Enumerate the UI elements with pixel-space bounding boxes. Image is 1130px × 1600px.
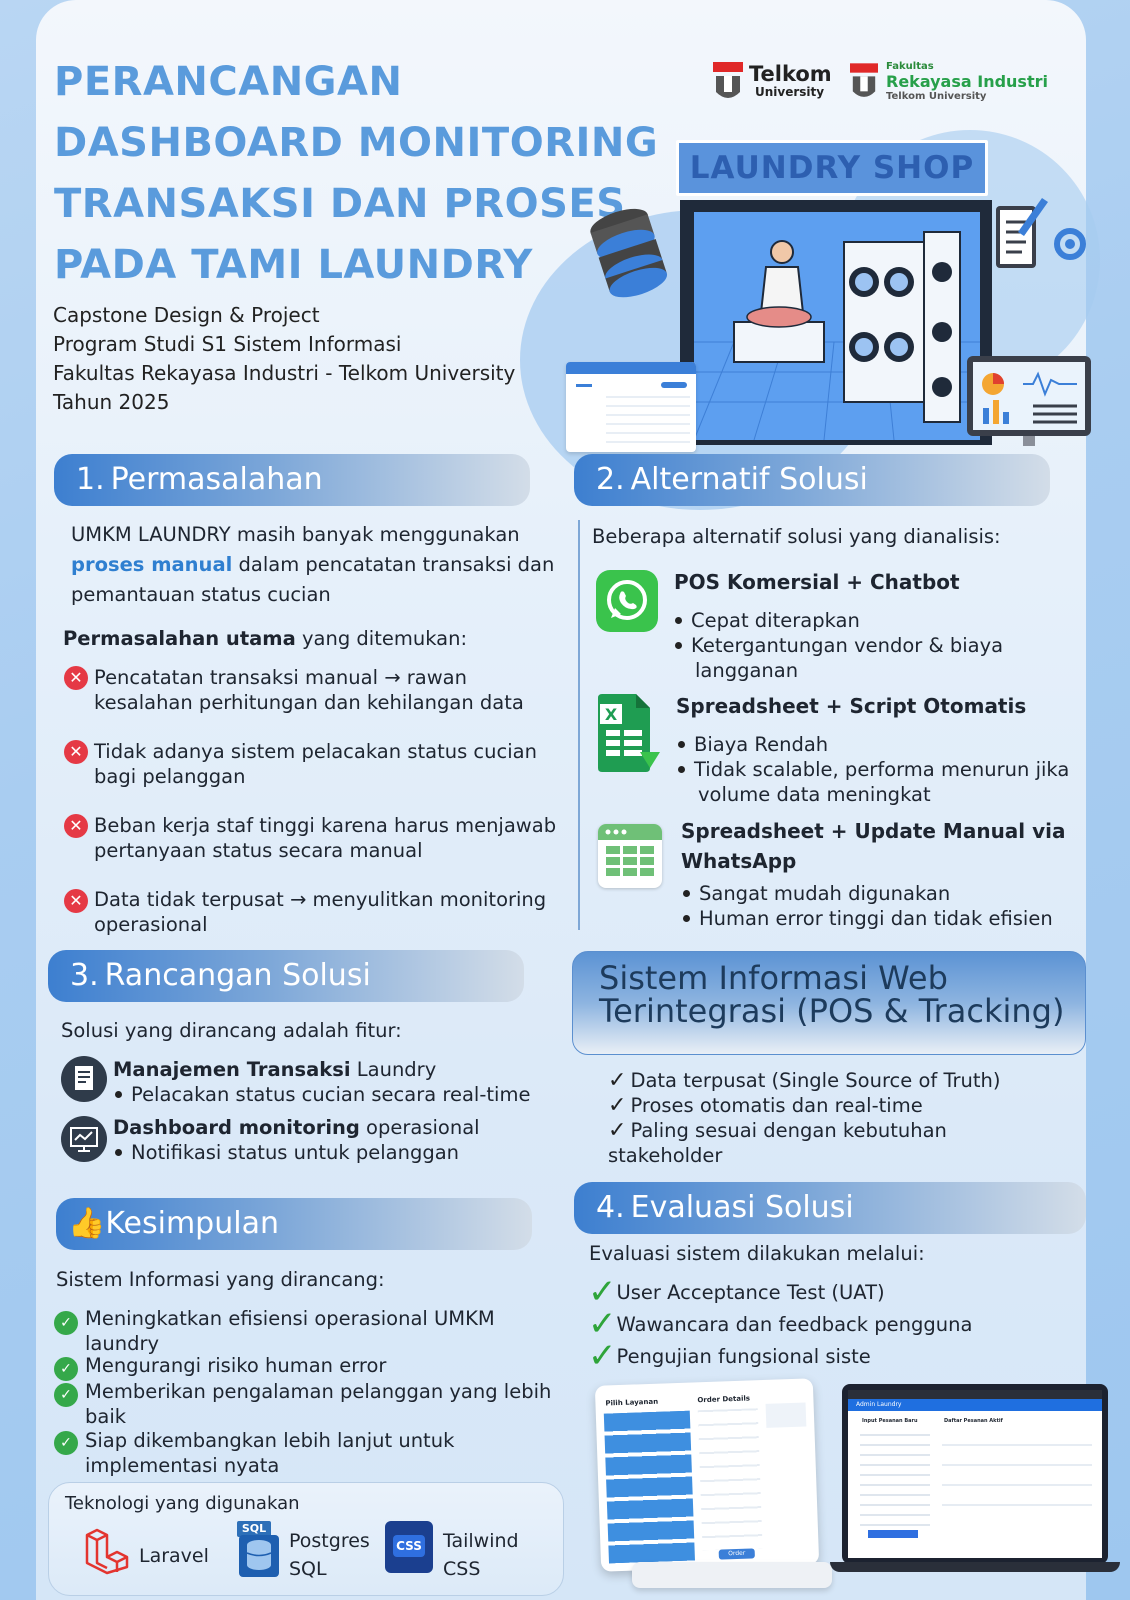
- poster-title: PERANCANGAN DASHBOARD MONITORING TRANSAK…: [54, 59, 659, 288]
- browser-window-icon: [566, 362, 696, 452]
- permasalahan-intro: UMKM LAUNDRY masih banyak menggunakan pr…: [71, 523, 555, 606]
- section-header-alternatif-solusi: 2.Alternatif Solusi: [574, 454, 1050, 506]
- alt1-title: POS Komersial + Chatbot: [674, 570, 960, 594]
- alt1-bullets: Cepat diterapkan Ketergantungan vendor &…: [673, 608, 1003, 683]
- postgres-sql-icon: SQL: [237, 1521, 281, 1577]
- success-icon: ✓: [54, 1357, 78, 1381]
- tablet-app-mockup: Pilih Layanan Order Details Order: [594, 1378, 820, 1572]
- check-icon: ✓: [608, 1093, 627, 1118]
- alt2-bullets: Biaya Rendah Tidak scalable, performa me…: [676, 732, 1069, 807]
- problem-item: Tidak adanya sistem pelacakan status cuc…: [94, 740, 537, 788]
- evaluation-list: ✓User Acceptance Test (UAT) ✓Wawancara d…: [588, 1272, 973, 1376]
- kesimpulan-intro: Sistem Informasi yang dirancang:: [56, 1268, 385, 1291]
- evaluasi-intro: Evaluasi sistem dilakukan melalui:: [589, 1242, 925, 1265]
- keyboard-mockup: [632, 1562, 832, 1588]
- svg-text:X: X: [605, 705, 618, 724]
- error-icon: ✕: [64, 814, 88, 838]
- laundry-shop-illustration: LAUNDRY SHOP: [676, 140, 992, 445]
- laptop-app-mockup: Admin Laundry Input Pesanan Baru Daftar …: [830, 1384, 1120, 1592]
- alt2-title: Spreadsheet + Script Otomatis: [676, 694, 1027, 718]
- tailwind-css-icon: CSS: [385, 1521, 433, 1573]
- shop-sign: LAUNDRY SHOP: [676, 140, 988, 196]
- section-header-permasalahan: 1.Permasalahan: [54, 454, 530, 506]
- divider: [578, 520, 580, 930]
- check-icon: ✓: [608, 1118, 627, 1143]
- analytics-monitor-icon: [967, 356, 1091, 452]
- permasalahan-main-label: Permasalahan utama yang ditemukan:: [63, 627, 468, 650]
- system-solution-banner: Sistem Informasi Web Terintegrasi (POS &…: [572, 951, 1086, 1055]
- conclusion-item: Memberikan pengalaman pelanggan yang leb…: [85, 1380, 552, 1428]
- document-gear-icon: [996, 198, 1086, 268]
- error-icon: ✕: [64, 666, 88, 690]
- feature-2: Dashboard monitoring operasional Notifik…: [113, 1116, 480, 1164]
- alt3-bullets: Sangat mudah digunakan Human error tingg…: [681, 881, 1053, 931]
- success-icon: ✓: [54, 1311, 78, 1335]
- system-benefits: ✓Data terpusat (Single Source of Truth) …: [608, 1068, 1001, 1167]
- rancangan-intro: Solusi yang dirancang adalah fitur:: [61, 1019, 402, 1042]
- problem-item: Beban kerja staf tinggi karena harus men…: [94, 814, 557, 862]
- thumbs-up-icon: 👍: [68, 1206, 106, 1241]
- check-icon: ✓: [588, 1336, 617, 1376]
- alternatif-intro: Beberapa alternatif solusi yang dianalis…: [592, 525, 1001, 548]
- check-icon: ✓: [588, 1272, 617, 1312]
- problem-item: Data tidak terpusat → menyulitkan monito…: [94, 888, 547, 936]
- monitoring-dashboard-icon: [61, 1116, 107, 1162]
- section-header-kesimpulan: 👍Kesimpulan: [56, 1198, 532, 1250]
- error-icon: ✕: [64, 740, 88, 764]
- check-icon: ✓: [608, 1068, 627, 1093]
- error-icon: ✕: [64, 889, 88, 913]
- fri-logo: Fakultas Rekayasa Industri Telkom Univer…: [850, 61, 1048, 104]
- laravel-icon: [85, 1528, 129, 1575]
- success-icon: ✓: [54, 1431, 78, 1455]
- poster-subtitle: Capstone Design & Project Program Studi …: [53, 303, 516, 414]
- check-icon: ✓: [588, 1304, 617, 1344]
- section-header-rancangan-solusi: 3.Rancangan Solusi: [48, 950, 524, 1002]
- spreadsheet-table-icon: [598, 824, 662, 888]
- feature-1: Manajemen Transaksi Laundry Pelacakan st…: [113, 1058, 531, 1106]
- transaction-document-icon: [61, 1056, 107, 1102]
- section-header-evaluasi-solusi: 4.Evaluasi Solusi: [574, 1182, 1086, 1234]
- telkom-university-logo: Telkom University: [713, 62, 833, 104]
- whatsapp-icon: [596, 570, 658, 632]
- conclusion-item: Mengurangi risiko human error: [85, 1354, 387, 1377]
- database-icon: [590, 208, 668, 298]
- technology-panel: Teknologi yang digunakan Laravel SQL Pos…: [48, 1482, 564, 1596]
- alt3-title: Spreadsheet + Update Manual via WhatsApp: [681, 819, 1066, 873]
- spreadsheet-excel-icon: X: [598, 694, 660, 772]
- success-icon: ✓: [54, 1383, 78, 1407]
